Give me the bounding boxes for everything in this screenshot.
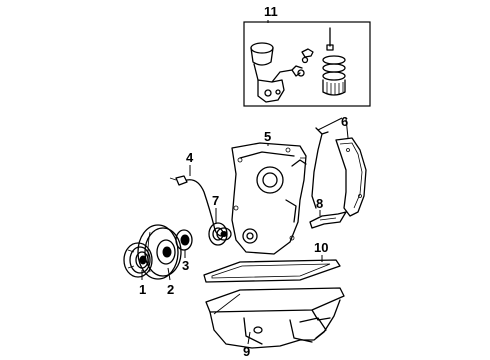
- plug-bit: [301, 56, 309, 64]
- callout-7: 7: [212, 193, 219, 208]
- callout-3: 3: [182, 258, 189, 273]
- callout-11: 11: [264, 4, 278, 19]
- cover-gasket-strip: [311, 127, 329, 209]
- oil-pan-gasket: [203, 259, 341, 283]
- callout-9: 9: [243, 344, 250, 359]
- oil-pan: [205, 287, 345, 349]
- housing-bolt: [326, 27, 334, 51]
- front-seal: [175, 229, 193, 251]
- callout-4: 4: [186, 150, 194, 165]
- timing-cover-gasket: [335, 137, 367, 217]
- callout-2: 2: [167, 282, 174, 297]
- callout-6: 6: [341, 114, 348, 129]
- callout-10: 10: [314, 240, 328, 255]
- callout-8: 8: [316, 196, 323, 211]
- connector-bit: [301, 48, 314, 58]
- oil-filter-housing-group: [243, 21, 371, 107]
- callout-5: 5: [264, 129, 271, 144]
- filter-element: [322, 55, 346, 96]
- timing-cover: [231, 142, 307, 255]
- oil-seal: [208, 222, 228, 246]
- inset-frame: [243, 21, 371, 107]
- vibration-damper: [137, 224, 182, 280]
- oil-filter-housing: [250, 42, 305, 103]
- chain-guide: [309, 211, 347, 229]
- leader-lines: [141, 20, 349, 345]
- callout-1: 1: [139, 282, 146, 297]
